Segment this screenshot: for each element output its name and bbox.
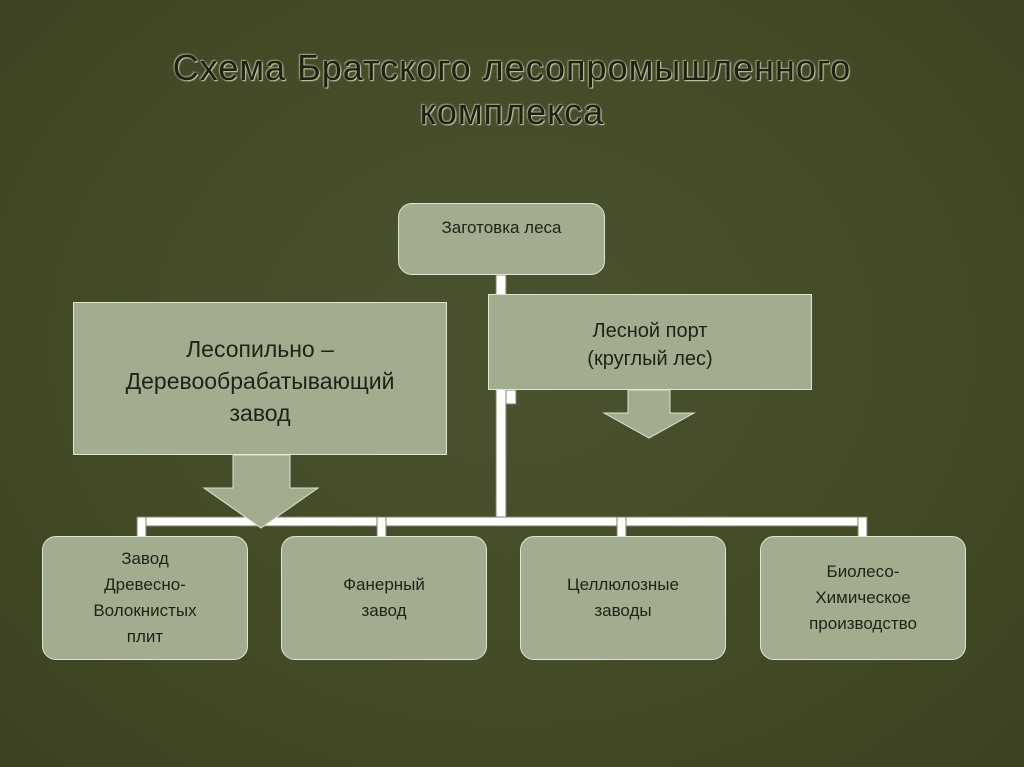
drop-connector-plywood	[376, 516, 387, 538]
drop-connector-cellulose	[616, 516, 627, 538]
node-biochem-line-3: производство	[809, 614, 917, 633]
node-harvest: Заготовка леса	[398, 203, 605, 275]
node-sawmill: Лесопильно – Деревообрабатывающий завод	[73, 302, 447, 455]
node-port-line-2: (круглый лес)	[587, 348, 713, 370]
node-sawmill-line-2: Деревообрабатывающий	[125, 368, 395, 394]
node-cellulose-plants: Целлюлозные заводы	[520, 536, 726, 660]
node-plywood-plant: Фанерный завод	[281, 536, 487, 660]
node-port-line-1: Лесной порт	[592, 320, 708, 342]
title-line-2: комплекса	[419, 91, 605, 132]
node-fiberboard-line-1: Завод	[121, 549, 169, 568]
node-sawmill-line-3: завод	[229, 400, 291, 426]
drop-connector-biochem	[857, 516, 868, 538]
slide-title: Схема Братского лесопромышленного компле…	[60, 46, 964, 134]
port-down-arrow	[602, 389, 696, 439]
node-fiberboard-line-3: Волокнистых	[93, 601, 197, 620]
node-biochemical-production: Биолесо- Химическое производство	[760, 536, 966, 660]
sawmill-down-arrow	[202, 454, 320, 529]
node-fiberboard-plant: Завод Древесно- Волокнистых плит	[42, 536, 248, 660]
node-biochem-line-1: Биолесо-	[826, 562, 900, 581]
node-fiberboard-line-4: плит	[126, 627, 164, 646]
node-cellulose-line-1: Целлюлозные	[567, 575, 679, 594]
node-plywood-line-1: Фанерный	[343, 575, 425, 594]
drop-connector-fiberboard	[136, 516, 147, 538]
port-bracket-connector	[505, 389, 517, 405]
node-sawmill-line-1: Лесопильно –	[186, 336, 334, 362]
node-biochem-line-2: Химическое	[815, 588, 911, 607]
node-fiberboard-line-2: Древесно-	[104, 575, 186, 594]
node-harvest-line-1: Заготовка леса	[441, 218, 562, 237]
title-line-1: Схема Братского лесопромышленного	[172, 47, 852, 88]
node-plywood-line-2: завод	[361, 601, 407, 620]
node-forest-port: Лесной порт (круглый лес)	[488, 294, 812, 390]
node-cellulose-line-2: заводы	[594, 601, 652, 620]
